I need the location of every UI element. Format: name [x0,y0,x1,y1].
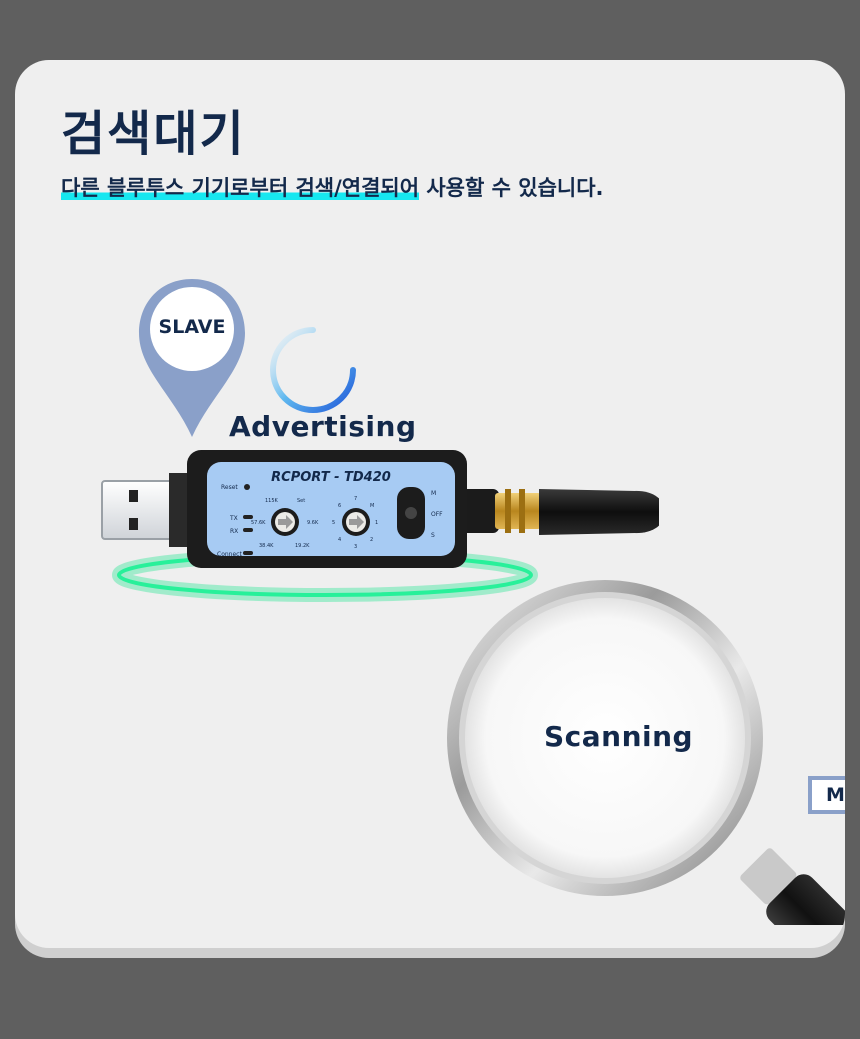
switch-s-label: S [431,532,435,539]
baud-set: Set [297,498,305,504]
connect-label: Connect [217,551,242,558]
baud-19-2k: 19.2K [295,543,310,549]
subtitle-highlight: 다른 블루투스 기기로부터 검색/연결되어 [61,176,420,200]
bluetooth-dongle: RCPORT - TD420 Reset TX RX Connect 115K … [101,450,659,602]
reset-label: Reset [221,484,238,491]
switch-m-label: M [431,490,436,497]
slave-label: SLAVE [158,316,226,338]
loading-spinner-icon [270,327,356,413]
subtitle-rest: 사용할 수 있습니다. [419,176,604,200]
switch-off-label: OFF [431,511,443,518]
channel-4: 4 [338,537,341,543]
channel-1: 1 [375,520,378,526]
master-tag: M [808,776,845,814]
channel-2: 2 [370,537,373,543]
location-pin-icon [139,279,245,437]
advertising-label: Advertising [229,410,417,443]
channel-6: 6 [338,503,341,509]
baud-38-4k: 38.4K [259,543,274,549]
scanning-label: Scanning [544,720,694,753]
page-title: 검색대기 [61,106,246,162]
channel-7: 7 [354,496,357,502]
rx-label: RX [230,528,238,535]
main-card: 검색대기 다른 블루투스 기기로부터 검색/연결되어 사용할 수 있습니다. S… [15,60,845,948]
baud-57-6k: 57.6K [251,520,266,526]
channel-m: M [370,503,374,509]
channel-3: 3 [354,544,357,550]
tx-label: TX [229,515,238,522]
device-name: RCPORT - TD420 [271,470,391,485]
channel-5: 5 [332,520,335,526]
page-subtitle: 다른 블루투스 기기로부터 검색/연결되어 사용할 수 있습니다. [61,172,604,202]
baud-115k: 115K [265,498,279,504]
magnifying-glass-icon [447,580,845,925]
baud-9-6k: 9.6K [307,520,319,526]
